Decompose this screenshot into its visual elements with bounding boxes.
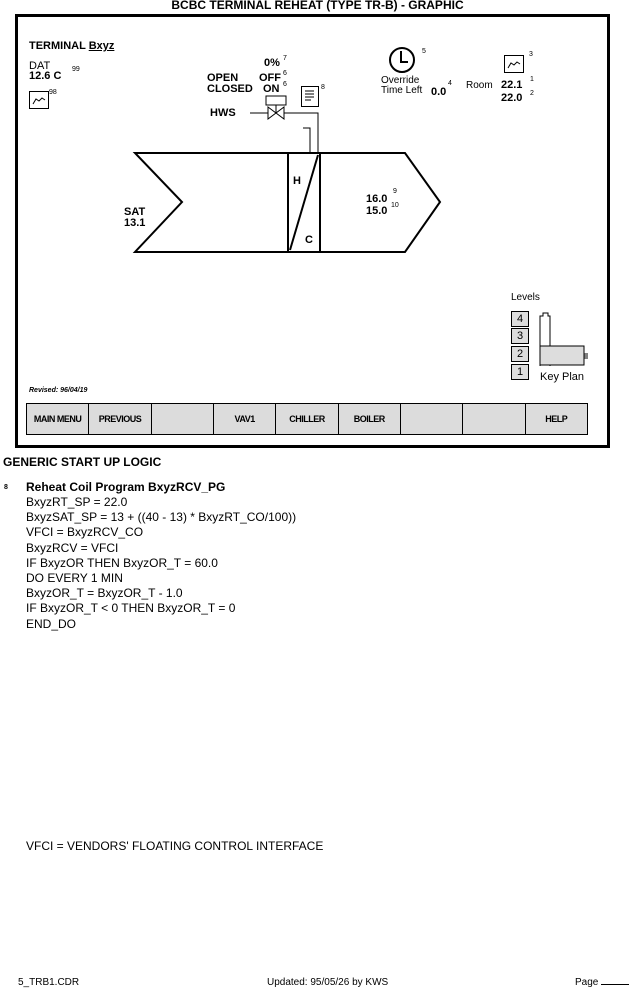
hws-label: HWS bbox=[210, 107, 236, 119]
terminal-label: TERMINAL Bxyz bbox=[29, 40, 115, 52]
time-left-label: Time Left bbox=[381, 85, 423, 96]
discharge-sp-ref: 10 bbox=[391, 202, 399, 209]
vav1-button[interactable]: VAV1 bbox=[214, 404, 277, 434]
blank-button-3[interactable] bbox=[463, 404, 526, 434]
room-setpoint: 22.0 bbox=[501, 92, 523, 104]
sat-value: 13.1 bbox=[124, 217, 146, 229]
revised-date: Revised: 96/04/19 bbox=[29, 387, 88, 394]
program-title: Reheat Coil Program BxyzRCV_PG bbox=[26, 480, 226, 494]
blank-button-2[interactable] bbox=[401, 404, 464, 434]
code-line: IF BxyzOR THEN BxyzOR_T = 60.0 bbox=[26, 555, 218, 570]
program-code: BxyzRT_SP = 22.0 BxyzSAT_SP = 13 + ((40 … bbox=[26, 495, 296, 632]
duct-diagram bbox=[132, 47, 442, 253]
coil-heat-label: H bbox=[293, 175, 301, 187]
closed-label: CLOSED bbox=[207, 83, 253, 95]
override-ref: 4 bbox=[448, 80, 452, 87]
room-sp-ref: 2 bbox=[530, 90, 534, 97]
off-label[interactable]: OFF bbox=[259, 72, 281, 84]
level-1-button[interactable]: 1 bbox=[511, 364, 529, 380]
level-1-button[interactable]: 2 bbox=[511, 346, 529, 362]
level-3-button[interactable]: 3 bbox=[511, 328, 529, 344]
level-4-button[interactable]: 4 bbox=[511, 311, 529, 327]
page-title: BCBC TERMINAL REHEAT (TYPE TR-B) - GRAPH… bbox=[171, 0, 464, 12]
valve-icon bbox=[267, 106, 285, 120]
coil-cool-label: C bbox=[305, 234, 313, 246]
footer-file: 5_TRB1.CDR bbox=[18, 977, 80, 988]
doc-ref: 8 bbox=[321, 84, 325, 91]
previous-button[interactable]: PREVIOUS bbox=[89, 404, 152, 434]
code-line: BxyzOR_T = BxyzOR_T - 1.0 bbox=[26, 586, 183, 601]
dat-trend-ref: 98 bbox=[49, 89, 57, 96]
override-value: 0.0 bbox=[431, 86, 447, 98]
sat-label: SAT bbox=[124, 206, 146, 218]
open-label: OPEN bbox=[207, 72, 239, 84]
valve-actuator bbox=[265, 95, 287, 106]
main-menu-button[interactable]: MAIN MENU bbox=[27, 404, 90, 434]
chiller-button[interactable]: CHILLER bbox=[276, 404, 339, 434]
key-plan-label: Key Plan bbox=[540, 371, 585, 383]
code-line: VFCI = BxyzRCV_CO bbox=[26, 525, 144, 540]
code-line: END_DO bbox=[26, 616, 77, 631]
discharge-value: 16.0 bbox=[366, 193, 388, 205]
graphic-panel bbox=[15, 14, 610, 448]
levels-label: Levels bbox=[511, 292, 540, 303]
room-trend-icon[interactable] bbox=[504, 55, 524, 73]
footer-updated: Updated: 95/05/26 by KWS bbox=[267, 977, 389, 988]
program-ref: 8 bbox=[4, 484, 8, 491]
room-trend-ref: 3 bbox=[529, 51, 533, 58]
valve-percent-ref: 7 bbox=[283, 55, 287, 62]
nav-button-bar: MAIN MENU PREVIOUS VAV1 CHILLER BOILER H… bbox=[26, 403, 588, 435]
key-plan-icon bbox=[539, 312, 588, 366]
code-line: BxyzRCV = VFCI bbox=[26, 540, 119, 555]
help-button[interactable]: HELP bbox=[545, 414, 568, 424]
document-icon[interactable] bbox=[301, 86, 319, 107]
override-label: Override bbox=[381, 75, 420, 86]
on-ref: 6 bbox=[283, 81, 287, 88]
section-title: GENERIC START UP LOGIC bbox=[3, 455, 162, 469]
code-line: IF BxyzOR_T < 0 THEN BxyzOR_T = 0 bbox=[26, 601, 236, 616]
code-line: DO EVERY 1 MIN bbox=[26, 571, 123, 586]
code-line: BxyzSAT_SP = 13 + ((40 - 13) * BxyzRT_CO… bbox=[26, 510, 297, 525]
room-ref: 1 bbox=[530, 76, 534, 83]
discharge-setpoint: 15.0 bbox=[366, 205, 388, 217]
room-value: 22.1 bbox=[501, 79, 523, 91]
code-line: BxyzRT_SP = 22.0 bbox=[26, 495, 128, 509]
footnote: VFCI = VENDORS' FLOATING CONTROL INTERFA… bbox=[26, 839, 324, 853]
valve-percent: 0% bbox=[264, 57, 280, 69]
on-label[interactable]: ON bbox=[263, 83, 280, 95]
room-label: Room bbox=[466, 80, 493, 91]
dat-label: DAT bbox=[29, 60, 51, 72]
discharge-ref: 9 bbox=[393, 188, 397, 195]
clock-ref: 5 bbox=[422, 48, 426, 55]
blank-button-1[interactable] bbox=[152, 404, 214, 434]
dat-trend-icon[interactable] bbox=[29, 91, 49, 109]
dat-ref: 99 bbox=[72, 66, 80, 73]
boiler-button[interactable]: BOILER bbox=[339, 404, 401, 434]
off-ref: 6 bbox=[283, 70, 287, 77]
footer-page: Page bbox=[575, 977, 630, 988]
dat-value: 12.6 C bbox=[29, 70, 62, 82]
